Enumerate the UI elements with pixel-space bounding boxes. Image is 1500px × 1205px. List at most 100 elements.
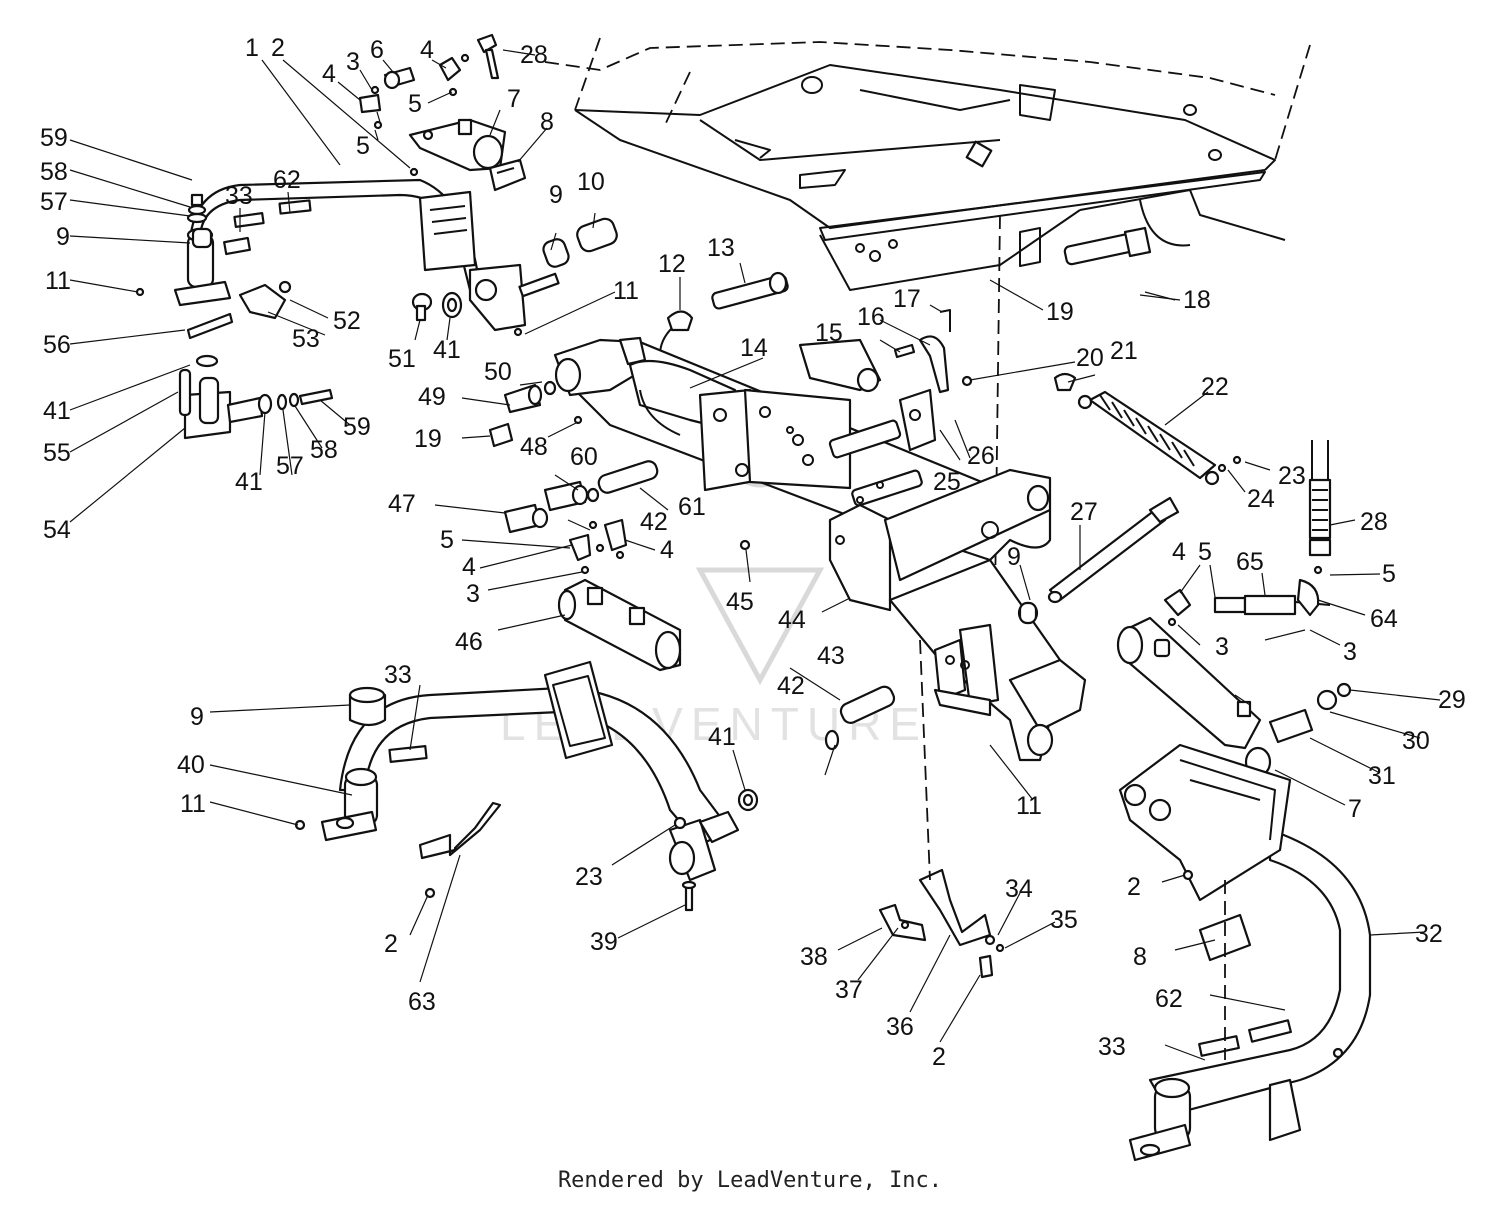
callout-45: 45	[726, 588, 754, 616]
callout-38: 38	[800, 943, 828, 971]
callout-43: 43	[817, 642, 845, 670]
callout-4: 4	[1172, 538, 1186, 566]
callout-14: 14	[740, 334, 768, 362]
callout-4: 4	[322, 60, 336, 88]
callout-61: 61	[678, 493, 706, 521]
callout-20: 20	[1076, 344, 1104, 372]
right-cylinder	[1116, 440, 1352, 778]
callout-47: 47	[388, 490, 416, 518]
callout-33: 33	[1098, 1033, 1126, 1061]
callout-23: 23	[575, 863, 603, 891]
callout-9: 9	[549, 181, 563, 209]
callout-4: 4	[462, 553, 476, 581]
callout-22: 22	[1201, 373, 1229, 401]
footer-credit: Rendered by LeadVenture, Inc.	[557, 1168, 943, 1193]
callout-21: 21	[1110, 337, 1138, 365]
callout-41: 41	[235, 468, 263, 496]
callout-34: 34	[1005, 875, 1033, 903]
callout-35: 35	[1050, 906, 1078, 934]
callout-3: 3	[346, 48, 360, 76]
callout-11: 11	[1016, 792, 1042, 820]
callout-58: 58	[40, 158, 68, 186]
callout-63: 63	[408, 988, 436, 1016]
callout-48: 48	[520, 433, 548, 461]
callout-51: 51	[388, 345, 416, 373]
callout-59: 59	[343, 413, 371, 441]
callout-54: 54	[43, 516, 71, 544]
callout-46: 46	[455, 628, 483, 656]
callout-11: 11	[180, 790, 206, 818]
callout-1: 1	[245, 34, 259, 62]
callout-5: 5	[408, 90, 422, 118]
callout-19: 19	[1046, 298, 1074, 326]
callout-44: 44	[778, 606, 806, 634]
callout-28: 28	[520, 41, 548, 69]
center-pivot-frame	[553, 336, 1087, 762]
callout-62: 62	[1155, 985, 1183, 1013]
callout-2: 2	[1127, 873, 1141, 901]
callout-42: 42	[777, 672, 805, 700]
callout-2: 2	[384, 930, 398, 958]
callout-41: 41	[43, 397, 71, 425]
callout-3: 3	[1215, 633, 1229, 661]
callout-5: 5	[440, 526, 454, 554]
left-lift-arm	[135, 178, 527, 440]
callout-60: 60	[570, 443, 598, 471]
lower-left-lift-arm	[294, 660, 740, 912]
callout-64: 64	[1370, 605, 1398, 633]
callout-56: 56	[43, 331, 71, 359]
callout-15: 15	[815, 319, 843, 347]
callout-29: 29	[1438, 686, 1466, 714]
callout-25: 25	[933, 468, 961, 496]
callout-6: 6	[370, 36, 384, 64]
pins-bushings	[411, 140, 1152, 394]
callout-57: 57	[276, 452, 304, 480]
callout-59: 59	[40, 124, 68, 152]
callout-7: 7	[507, 85, 521, 113]
bushings-lower	[348, 685, 896, 812]
callout-39: 39	[590, 928, 618, 956]
callout-41: 41	[708, 723, 736, 751]
callout-17: 17	[893, 285, 921, 313]
rod-part-27	[1047, 496, 1180, 604]
callout-26: 26	[967, 442, 995, 470]
callout-18: 18	[1183, 286, 1211, 314]
callout-57: 57	[40, 188, 68, 216]
callout-8: 8	[540, 108, 554, 136]
callout-33: 33	[225, 182, 253, 210]
callout-30: 30	[1402, 727, 1430, 755]
callout-10: 10	[577, 168, 605, 196]
callout-58: 58	[310, 436, 338, 464]
callout-12: 12	[658, 250, 686, 278]
callout-23: 23	[1278, 462, 1306, 490]
callout-41: 41	[433, 336, 461, 364]
callout-42: 42	[640, 508, 668, 536]
callout-5: 5	[356, 132, 370, 160]
callout-37: 37	[835, 976, 863, 1004]
callout-3: 3	[1343, 638, 1357, 666]
callout-65: 65	[1236, 548, 1264, 576]
callout-53: 53	[292, 325, 320, 353]
callout-8: 8	[1133, 943, 1147, 971]
callout-11: 11	[45, 267, 71, 295]
callout-9: 9	[1007, 543, 1021, 571]
callout-leaders	[69, 49, 1441, 1061]
callout-50: 50	[484, 358, 512, 386]
callout-32: 32	[1415, 920, 1443, 948]
callout-36: 36	[886, 1013, 914, 1041]
callout-9: 9	[56, 223, 70, 251]
bracket-assembly	[878, 639, 1005, 979]
callout-2: 2	[271, 34, 285, 62]
callout-40: 40	[177, 751, 205, 779]
callout-4: 4	[420, 36, 434, 64]
deck-frame	[544, 37, 1311, 601]
callout-33: 33	[384, 661, 412, 689]
callout-labels: 1 2 3 4 6 4 28 5 7 5 8 59 58 57 33 62 9 …	[40, 34, 1466, 1071]
callout-3: 3	[466, 580, 480, 608]
callout-9: 9	[190, 703, 204, 731]
callout-19: 19	[414, 425, 442, 453]
spring-part-22	[1077, 390, 1242, 486]
lower-right-lift-arm	[1118, 743, 1372, 1162]
callout-52: 52	[333, 307, 361, 335]
